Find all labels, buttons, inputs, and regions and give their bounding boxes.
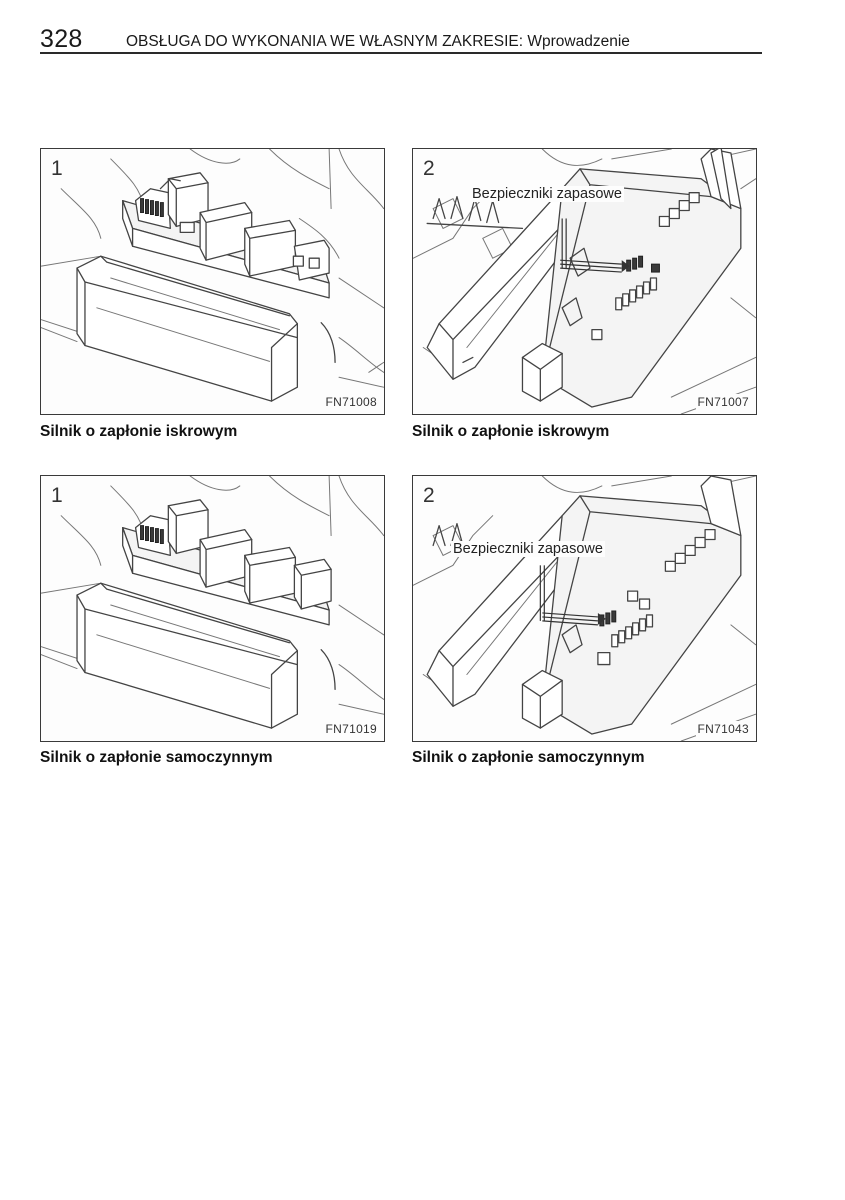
- figure-fuse-box-petrol-overview: 1 FN71008: [40, 148, 385, 415]
- figure-caption: Silnik o zapłonie iskrowym: [412, 423, 610, 440]
- spare-fuses-label: Bezpieczniki zapasowe: [470, 186, 624, 202]
- spare-fuses-label: Bezpieczniki zapasowe: [451, 541, 605, 557]
- figure-caption: Silnik o zapłonie samoczynnym: [40, 749, 273, 766]
- figure-code: FN71043: [695, 721, 751, 737]
- figure-fuse-box-diesel-overview: 1 FN71019: [40, 475, 385, 742]
- figure-spare-fuses-diesel: 2 Bezpieczniki zapasowe FN71043: [412, 475, 757, 742]
- spare-fuse-illustration: [413, 149, 756, 414]
- figure-number: 1: [51, 484, 63, 507]
- header-rule: [40, 52, 762, 54]
- page-title: OBSŁUGA DO WYKONANIA WE WŁASNYM ZAKRESIE…: [126, 33, 630, 50]
- figure-number: 1: [51, 157, 63, 180]
- figure-caption: Silnik o zapłonie samoczynnym: [412, 749, 645, 766]
- fuse-box-illustration: [41, 476, 384, 729]
- figure-spare-fuses-petrol: 2 Bezpieczniki zapasowe FN71007: [412, 148, 757, 415]
- figure-code: FN71008: [323, 394, 379, 410]
- figure-code: FN71019: [323, 721, 379, 737]
- page-header: 328 OBSŁUGA DO WYKONANIA WE WŁASNYM ZAKR…: [40, 25, 762, 54]
- figure-number: 2: [423, 484, 435, 507]
- figure-caption: Silnik o zapłonie iskrowym: [40, 423, 238, 440]
- figure-number: 2: [423, 157, 435, 180]
- page-number: 328: [40, 25, 83, 53]
- figure-code: FN71007: [695, 394, 751, 410]
- fuse-box-illustration: [41, 149, 384, 402]
- spare-fuse-illustration: [413, 476, 756, 741]
